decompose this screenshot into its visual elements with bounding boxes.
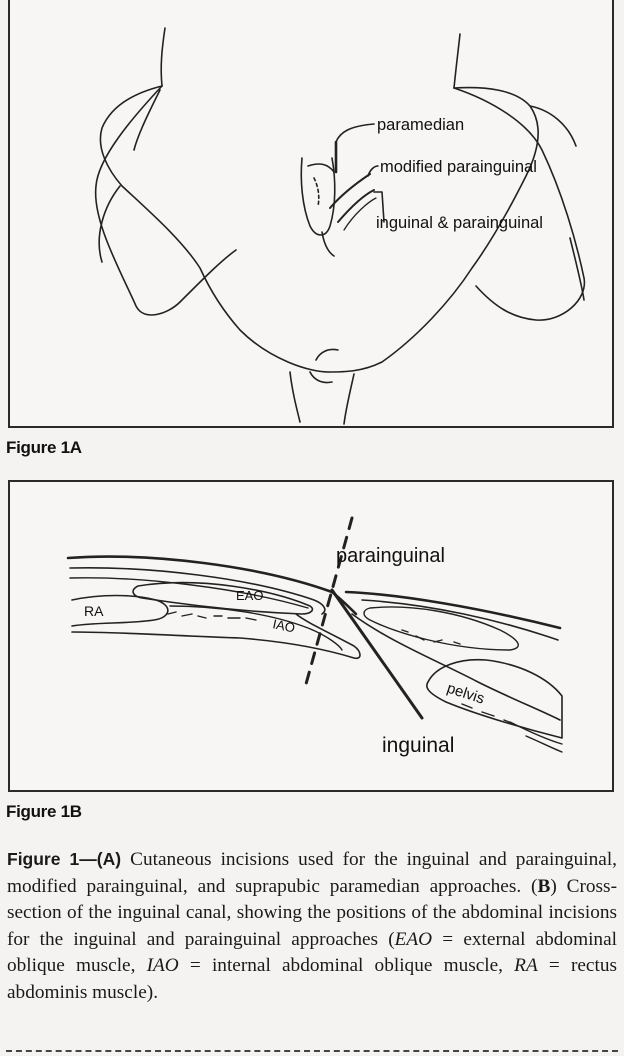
caption-iao-abbrev: IAO	[146, 955, 179, 976]
caption-lead: Figure 1—(A)	[7, 849, 122, 869]
parainguinal-label: parainguinal	[336, 545, 445, 567]
figure-1a-label: Figure 1A	[6, 438, 82, 457]
caption-eao-def: = external abdominal oblique muscle,	[7, 928, 617, 977]
caption-ra-def: = rectus abdominis muscle).	[7, 955, 617, 1003]
caption-ra-abbrev: RA	[514, 955, 538, 976]
figure-1b-panel: parainguinal inguinal EAO IAO RA pelvis	[8, 480, 614, 792]
ra-label: RA	[84, 603, 104, 619]
inguinal-parainguinal-label: inguinal & parainguinal	[376, 214, 543, 232]
caption-eao-abbrev: EAO	[394, 928, 433, 950]
bottom-dashed-rule	[6, 1050, 618, 1052]
body-outline	[94, 27, 586, 425]
cross-section	[66, 516, 563, 753]
caption-b-label: B	[537, 875, 551, 897]
inguinal-label: inguinal	[382, 734, 454, 757]
caption-text-1: Cutaneous incisions used for the inguina…	[7, 849, 617, 897]
caption-iao-def: = internal abdominal oblique muscle,	[178, 955, 515, 976]
figure-caption: Figure 1—(A) Cutaneous incisions used fo…	[7, 846, 617, 1006]
iao-label: IAO	[271, 616, 296, 635]
figure-1b-drawing: parainguinal inguinal EAO IAO RA pelvis	[66, 516, 563, 757]
figure-1a-drawing: paramedian modified parainguinal inguina…	[94, 27, 586, 425]
figure-1a-panel: paramedian modified parainguinal inguina…	[8, 0, 614, 428]
eao-label: EAO	[236, 588, 263, 603]
modified-parainguinal-label: modified parainguinal	[380, 158, 537, 176]
figure-1b-label: Figure 1B	[6, 802, 82, 821]
paramedian-label: paramedian	[377, 116, 464, 134]
caption-text-2: ) Cross-section of the inguinal canal, s…	[7, 875, 617, 950]
